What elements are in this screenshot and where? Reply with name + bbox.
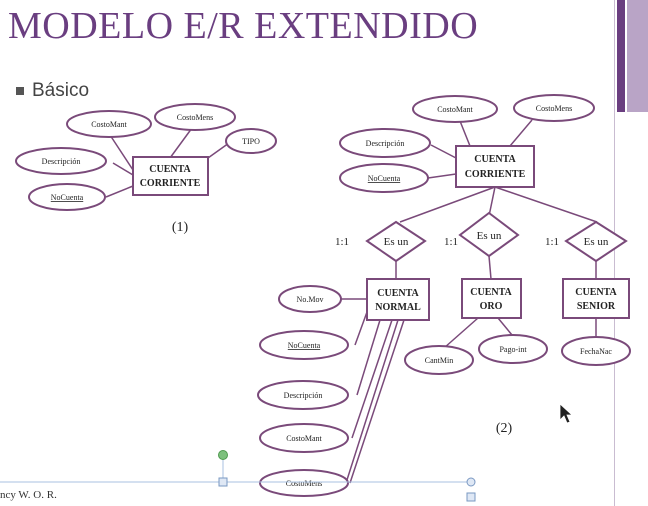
- attribute-label: CostoMant: [437, 105, 473, 114]
- attribute-label: NoCuenta: [51, 193, 84, 202]
- connector: [427, 173, 457, 179]
- attribute-pago-int: [478, 334, 548, 364]
- entity-cuenta-normal: [366, 278, 430, 321]
- attribute-no-cuenta: [339, 163, 429, 193]
- attribute-no-cuenta: [28, 183, 106, 211]
- attribute-descripcion: [257, 380, 349, 410]
- bullet-item: Básico: [16, 80, 89, 102]
- attribute-costo-mant: [66, 110, 152, 138]
- entity-label: SENIOR: [577, 301, 616, 312]
- entity-label: CORRIENTE: [465, 169, 526, 180]
- relationship-label: Es un: [584, 236, 609, 248]
- connector: [399, 186, 496, 223]
- connector: [494, 186, 598, 223]
- resize-handle[interactable]: [466, 492, 476, 502]
- cardinality-label: 1:1: [335, 236, 349, 248]
- attribute-label: Pago-int: [499, 345, 527, 354]
- attribute-label: CantMin: [425, 356, 453, 365]
- connector: [430, 144, 457, 159]
- diagram-number: (1): [172, 220, 189, 235]
- attribute-label: CostoMens: [286, 479, 322, 488]
- connector: [105, 185, 134, 198]
- attribute-label: Descripción: [366, 139, 405, 148]
- attribute-descripcion: [339, 128, 431, 158]
- connector: [169, 127, 193, 159]
- connector: [351, 319, 393, 439]
- attribute-no-cuenta: [259, 330, 349, 360]
- diagram-2: CostoMant CostoMens Descripción NoCuenta…: [257, 94, 631, 497]
- cardinality-label: 1:1: [444, 236, 458, 248]
- relationship-es-un-normal: [365, 220, 427, 263]
- attribute-label: FechaNac: [580, 347, 612, 356]
- entity-label: NORMAL: [375, 302, 421, 313]
- attribute-label: TIPO: [242, 137, 260, 146]
- entity-cuenta-senior: [562, 278, 630, 319]
- slide-title: MODELO E/R EXTENDIDO: [8, 5, 479, 47]
- accent-bar-dark: [617, 0, 625, 112]
- attribute-costo-mens: [259, 469, 349, 497]
- connector: [356, 319, 381, 396]
- attribute-label: CostoMens: [536, 104, 572, 113]
- entity-label: CUENTA: [474, 154, 516, 165]
- entity-cuenta-corriente: [455, 145, 535, 188]
- attribute-label: CostoMant: [91, 120, 127, 129]
- resize-handle[interactable]: [466, 477, 476, 487]
- connector: [345, 319, 399, 484]
- entity-label: CUENTA: [470, 287, 512, 298]
- connector: [488, 186, 496, 217]
- attribute-no-mov: [278, 285, 342, 313]
- connector: [349, 319, 405, 484]
- attribute-costo-mant: [412, 95, 498, 123]
- accent-bar-light: [627, 0, 648, 112]
- entity-label: CORRIENTE: [140, 178, 201, 189]
- relationship-label: Es un: [384, 236, 409, 248]
- bullet-square-icon: [16, 87, 24, 95]
- diagram-1: CostoMant CostoMens TIPO Descripción NoC…: [15, 103, 277, 235]
- mouse-cursor-icon: [559, 403, 574, 424]
- entity-label: CUENTA: [377, 288, 419, 299]
- entity-label: ORO: [480, 301, 503, 312]
- connector: [207, 142, 230, 159]
- relationship-es-un-oro: [458, 211, 520, 258]
- entity-label: CUENTA: [575, 287, 617, 298]
- entity-cuenta-oro: [461, 278, 522, 319]
- attribute-label: CostoMant: [286, 434, 322, 443]
- diagram-number: (2): [496, 421, 513, 436]
- relationship-label: Es un: [477, 230, 502, 242]
- relationship-es-un-senior: [564, 220, 628, 263]
- connector: [509, 119, 533, 147]
- entity-label: CUENTA: [149, 164, 191, 175]
- rotation-handle[interactable]: [218, 450, 228, 460]
- connector: [109, 134, 134, 171]
- connector: [459, 120, 471, 147]
- attribute-cant-min: [404, 345, 474, 375]
- attribute-costo-mens: [513, 94, 595, 122]
- connector: [112, 162, 134, 176]
- attribute-label: Descripción: [284, 391, 323, 400]
- connector: [488, 255, 492, 280]
- attribute-label: NoCuenta: [368, 174, 401, 183]
- attribute-label: No.Mov: [297, 295, 324, 304]
- cardinality-label: 1:1: [545, 236, 559, 248]
- attribute-label: NoCuenta: [288, 341, 321, 350]
- attribute-label: Descripción: [42, 157, 81, 166]
- attribute-costo-mens: [154, 103, 236, 131]
- entity-cuenta-corriente: [132, 156, 209, 196]
- attribute-costo-mant: [259, 423, 349, 453]
- connector: [354, 311, 368, 346]
- bullet-text: Básico: [32, 80, 90, 101]
- footer-text: ncy W. O. R.: [0, 489, 57, 501]
- resize-handle[interactable]: [218, 477, 228, 487]
- connector: [443, 317, 479, 349]
- attribute-tipo: [225, 128, 277, 154]
- attribute-descripcion: [15, 147, 107, 175]
- connector: [497, 317, 513, 336]
- attribute-fecha-nac: [561, 336, 631, 366]
- selection-frame[interactable]: [0, 450, 476, 502]
- right-divider-line: [614, 0, 615, 506]
- attribute-label: CostoMens: [177, 113, 213, 122]
